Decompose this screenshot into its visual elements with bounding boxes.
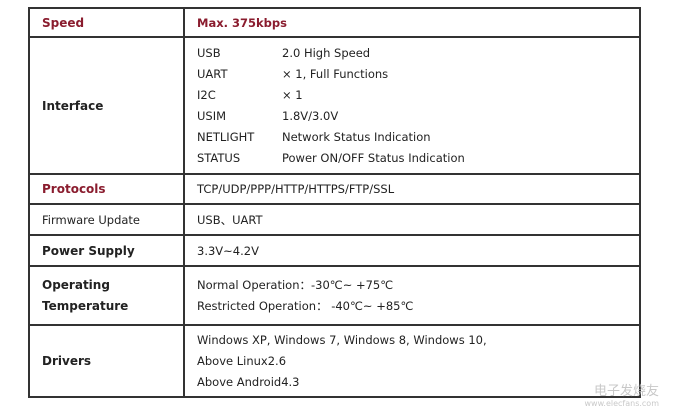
drivers-value: Windows XP, Windows 7, Windows 8, Window… — [183, 324, 641, 398]
drivers-line: Above Linux2.6 — [197, 353, 287, 368]
interface-name: I2C — [197, 87, 216, 102]
drivers-label: Drivers — [28, 324, 185, 398]
interface-item: USIM 1.8V/3.0V — [197, 106, 639, 127]
interface-desc: Network Status Indication — [282, 129, 431, 144]
watermark-logo: 电子发烧友 www.elecfans.com — [585, 380, 660, 408]
row-protocols: Protocols TCP/UDP/PPP/HTTP/HTTPS/FTP/SSL — [28, 173, 641, 205]
interface-desc: 2.0 High Speed — [282, 45, 371, 60]
interface-name: STATUS — [197, 150, 241, 165]
spec-table: Speed Max. 375kbps Interface USB 2.0 High… — [28, 7, 641, 398]
interface-desc: Power ON/OFF Status Indication — [282, 150, 465, 165]
row-drivers: Drivers Windows XP, Windows 7, Windows 8… — [28, 324, 641, 398]
temperature-line: Normal Operation：-30℃~ +75℃ — [197, 277, 394, 292]
row-firmware: Firmware Update USB、UART — [28, 203, 641, 236]
interface-value: USB 2.0 High Speed UART × 1, Full Function… — [183, 36, 641, 175]
watermark-title: 电子发烧友 — [593, 384, 659, 399]
protocols-label: Protocols — [28, 173, 185, 205]
interface-item: NETLIGHT Network Status Indication — [197, 127, 639, 148]
drivers-line: Windows XP, Windows 7, Windows 8, Window… — [197, 332, 487, 347]
interface-name: USB — [197, 45, 221, 60]
power-label: Power Supply — [28, 234, 185, 267]
temperature-line: Restricted Operation： -40℃~ +85℃ — [197, 298, 414, 313]
power-value: 3.3V~4.2V — [183, 234, 641, 267]
interface-item: STATUS Power ON/OFF Status Indication — [197, 148, 639, 169]
speed-label: Speed — [28, 7, 185, 38]
firmware-value: USB、UART — [183, 203, 641, 236]
row-power: Power Supply 3.3V~4.2V — [28, 234, 641, 267]
row-interface: Interface USB 2.0 High Speed UART × 1, Ful… — [28, 36, 641, 175]
interface-item: USB 2.0 High Speed — [197, 43, 639, 64]
firmware-label: Firmware Update — [28, 203, 185, 236]
watermark-url: www.elecfans.com — [584, 399, 660, 408]
interface-item: I2C × 1 — [197, 85, 639, 106]
interface-item: UART × 1, Full Functions — [197, 64, 639, 85]
temperature-label: Operating Temperature — [28, 265, 185, 326]
temperature-label-line: Temperature — [42, 298, 129, 313]
interface-name: UART — [197, 66, 228, 81]
interface-desc: × 1, Full Functions — [282, 66, 389, 81]
row-temperature: Operating Temperature Normal Operation：-… — [28, 265, 641, 326]
interface-name: NETLIGHT — [197, 129, 255, 144]
temperature-label-line: Operating — [42, 277, 110, 292]
interface-name: USIM — [197, 108, 227, 123]
interface-desc: × 1 — [282, 87, 303, 102]
row-speed: Speed Max. 375kbps — [28, 7, 641, 38]
temperature-value: Normal Operation：-30℃~ +75℃ Restricted O… — [183, 265, 641, 326]
interface-desc: 1.8V/3.0V — [282, 108, 339, 123]
protocols-value: TCP/UDP/PPP/HTTP/HTTPS/FTP/SSL — [183, 173, 641, 205]
speed-value: Max. 375kbps — [183, 7, 641, 38]
drivers-line: Above Android4.3 — [197, 374, 300, 389]
interface-label: Interface — [28, 36, 185, 175]
